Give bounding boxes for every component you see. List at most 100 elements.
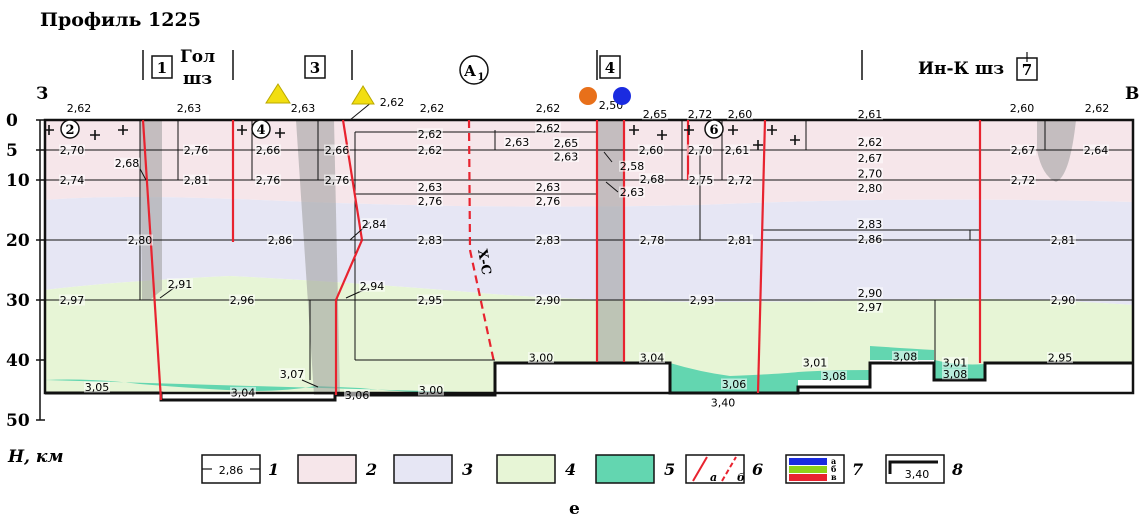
density-label-bg (535, 234, 561, 246)
density-label-bg (324, 174, 350, 186)
legend-number-4: 4 (565, 460, 576, 479)
legend-swatch-7-b (789, 466, 827, 473)
depth-tick-label: 10 (6, 171, 30, 191)
depth-tick-label: 5 (6, 141, 18, 161)
circle-marker-6 (704, 119, 724, 139)
density-label-bg (59, 144, 85, 156)
density-label: 2,70 (60, 144, 85, 157)
column-3 (296, 120, 340, 395)
orange-marker (579, 87, 597, 105)
yellow-triangle-2 (351, 85, 375, 105)
density-label-bg (183, 144, 209, 156)
density-label-bg (255, 144, 281, 156)
legend-swatch-2 (297, 454, 357, 484)
density-label-bg (59, 174, 85, 186)
legend-swatch-4 (496, 454, 556, 484)
density-label-bg (727, 108, 753, 120)
legend-number-6: 6 (752, 460, 763, 479)
density-label-bg (528, 352, 554, 364)
density-label-bg (230, 386, 256, 398)
zone-gol-sub: шз (183, 69, 212, 89)
density-label-bg (689, 294, 715, 306)
legend-sub-b-6: б (737, 471, 745, 484)
density-label: 3,06 (345, 389, 370, 402)
density-label: 2,70 (688, 144, 713, 157)
density-label-bg (535, 195, 561, 207)
density-label-bg (379, 96, 405, 108)
blue-marker (613, 87, 631, 105)
block-3-label: 3 (310, 59, 320, 77)
legend-number-3: 3 (462, 460, 473, 479)
density-label: 2,72 (728, 174, 753, 187)
density-label: 2,66 (325, 144, 350, 157)
density-label-bg (857, 301, 883, 313)
legend-item-8: 3,40 8 (885, 454, 963, 484)
density-label: 2,62 (858, 136, 883, 149)
profile-title: Профиль 1225 (40, 9, 201, 31)
density-label: 2,61 (858, 108, 883, 121)
legend-swatch-7-a (789, 458, 827, 465)
density-label: 2,66 (256, 144, 281, 157)
density-label-bg (417, 294, 443, 306)
block-1-label: 1 (157, 59, 167, 77)
legend-item-2: 2 (297, 454, 377, 484)
density-label-bg (1084, 102, 1110, 114)
legend-swatch-6-solid (692, 456, 708, 482)
density-label: 3,00 (529, 352, 554, 365)
column-ink (1037, 120, 1076, 182)
density-label: 2,83 (418, 234, 443, 247)
density-label: 2,62 (1085, 102, 1110, 115)
density-label-bg (821, 370, 847, 382)
direction-east: В (1125, 84, 1139, 104)
density-label-bg (279, 368, 305, 380)
density-label: 2,90 (1051, 294, 1076, 307)
density-label: 2,62 (536, 102, 561, 115)
density-label-bg (688, 174, 714, 186)
density-label-bg (1050, 234, 1076, 246)
density-label-bg (553, 137, 579, 149)
density-label: 2,63 (536, 181, 561, 194)
density-label-bg (857, 287, 883, 299)
density-label: 2,62 (380, 96, 405, 109)
density-label-bg (535, 181, 561, 193)
density-label: 2,96 (230, 294, 255, 307)
density-label: 2,61 (725, 144, 750, 157)
density-label-bg (639, 234, 665, 246)
figure-letter: е (569, 499, 580, 519)
legend-item-5: 5 (595, 454, 675, 484)
block-7-label: 7 (1022, 61, 1032, 79)
density-label: 2,63 (291, 102, 316, 115)
density-label-bg (84, 381, 110, 393)
legend-number-2: 2 (365, 460, 377, 479)
density-label: 2,72 (688, 108, 713, 121)
density-label: 3,06 (722, 378, 747, 391)
layer-deep (45, 379, 495, 393)
zone-ink: Ин-К шз (918, 59, 1004, 79)
density-label: 3,04 (640, 352, 665, 365)
yellow-triangle-1 (265, 83, 291, 104)
legend-swatch-8 (885, 454, 945, 484)
block-4-label: 4 (605, 59, 615, 77)
faults (141, 119, 982, 401)
circle-marker-2 (60, 119, 80, 139)
density-label-bg (417, 128, 443, 140)
legend-sample-8: 3,40 (905, 468, 930, 481)
density-label-bg (535, 294, 561, 306)
density-label: 2,63 (505, 136, 530, 149)
density-label-bg (857, 167, 883, 179)
density-label: 2,63 (418, 181, 443, 194)
density-label: 2,83 (536, 234, 561, 247)
density-label-bg (1010, 174, 1036, 186)
density-label: 2,74 (60, 174, 85, 187)
profile-frame (43, 118, 1135, 395)
zone-a1-circle (459, 55, 489, 85)
density-label: 3,08 (822, 370, 847, 383)
density-label-bg (535, 102, 561, 114)
density-label-bg (892, 350, 918, 362)
density-label: 2,68 (115, 157, 140, 170)
density-label: 2,81 (184, 174, 209, 187)
density-label-bg (857, 152, 883, 164)
density-label: 2,60 (1010, 102, 1035, 115)
density-label-bg (1047, 352, 1073, 364)
